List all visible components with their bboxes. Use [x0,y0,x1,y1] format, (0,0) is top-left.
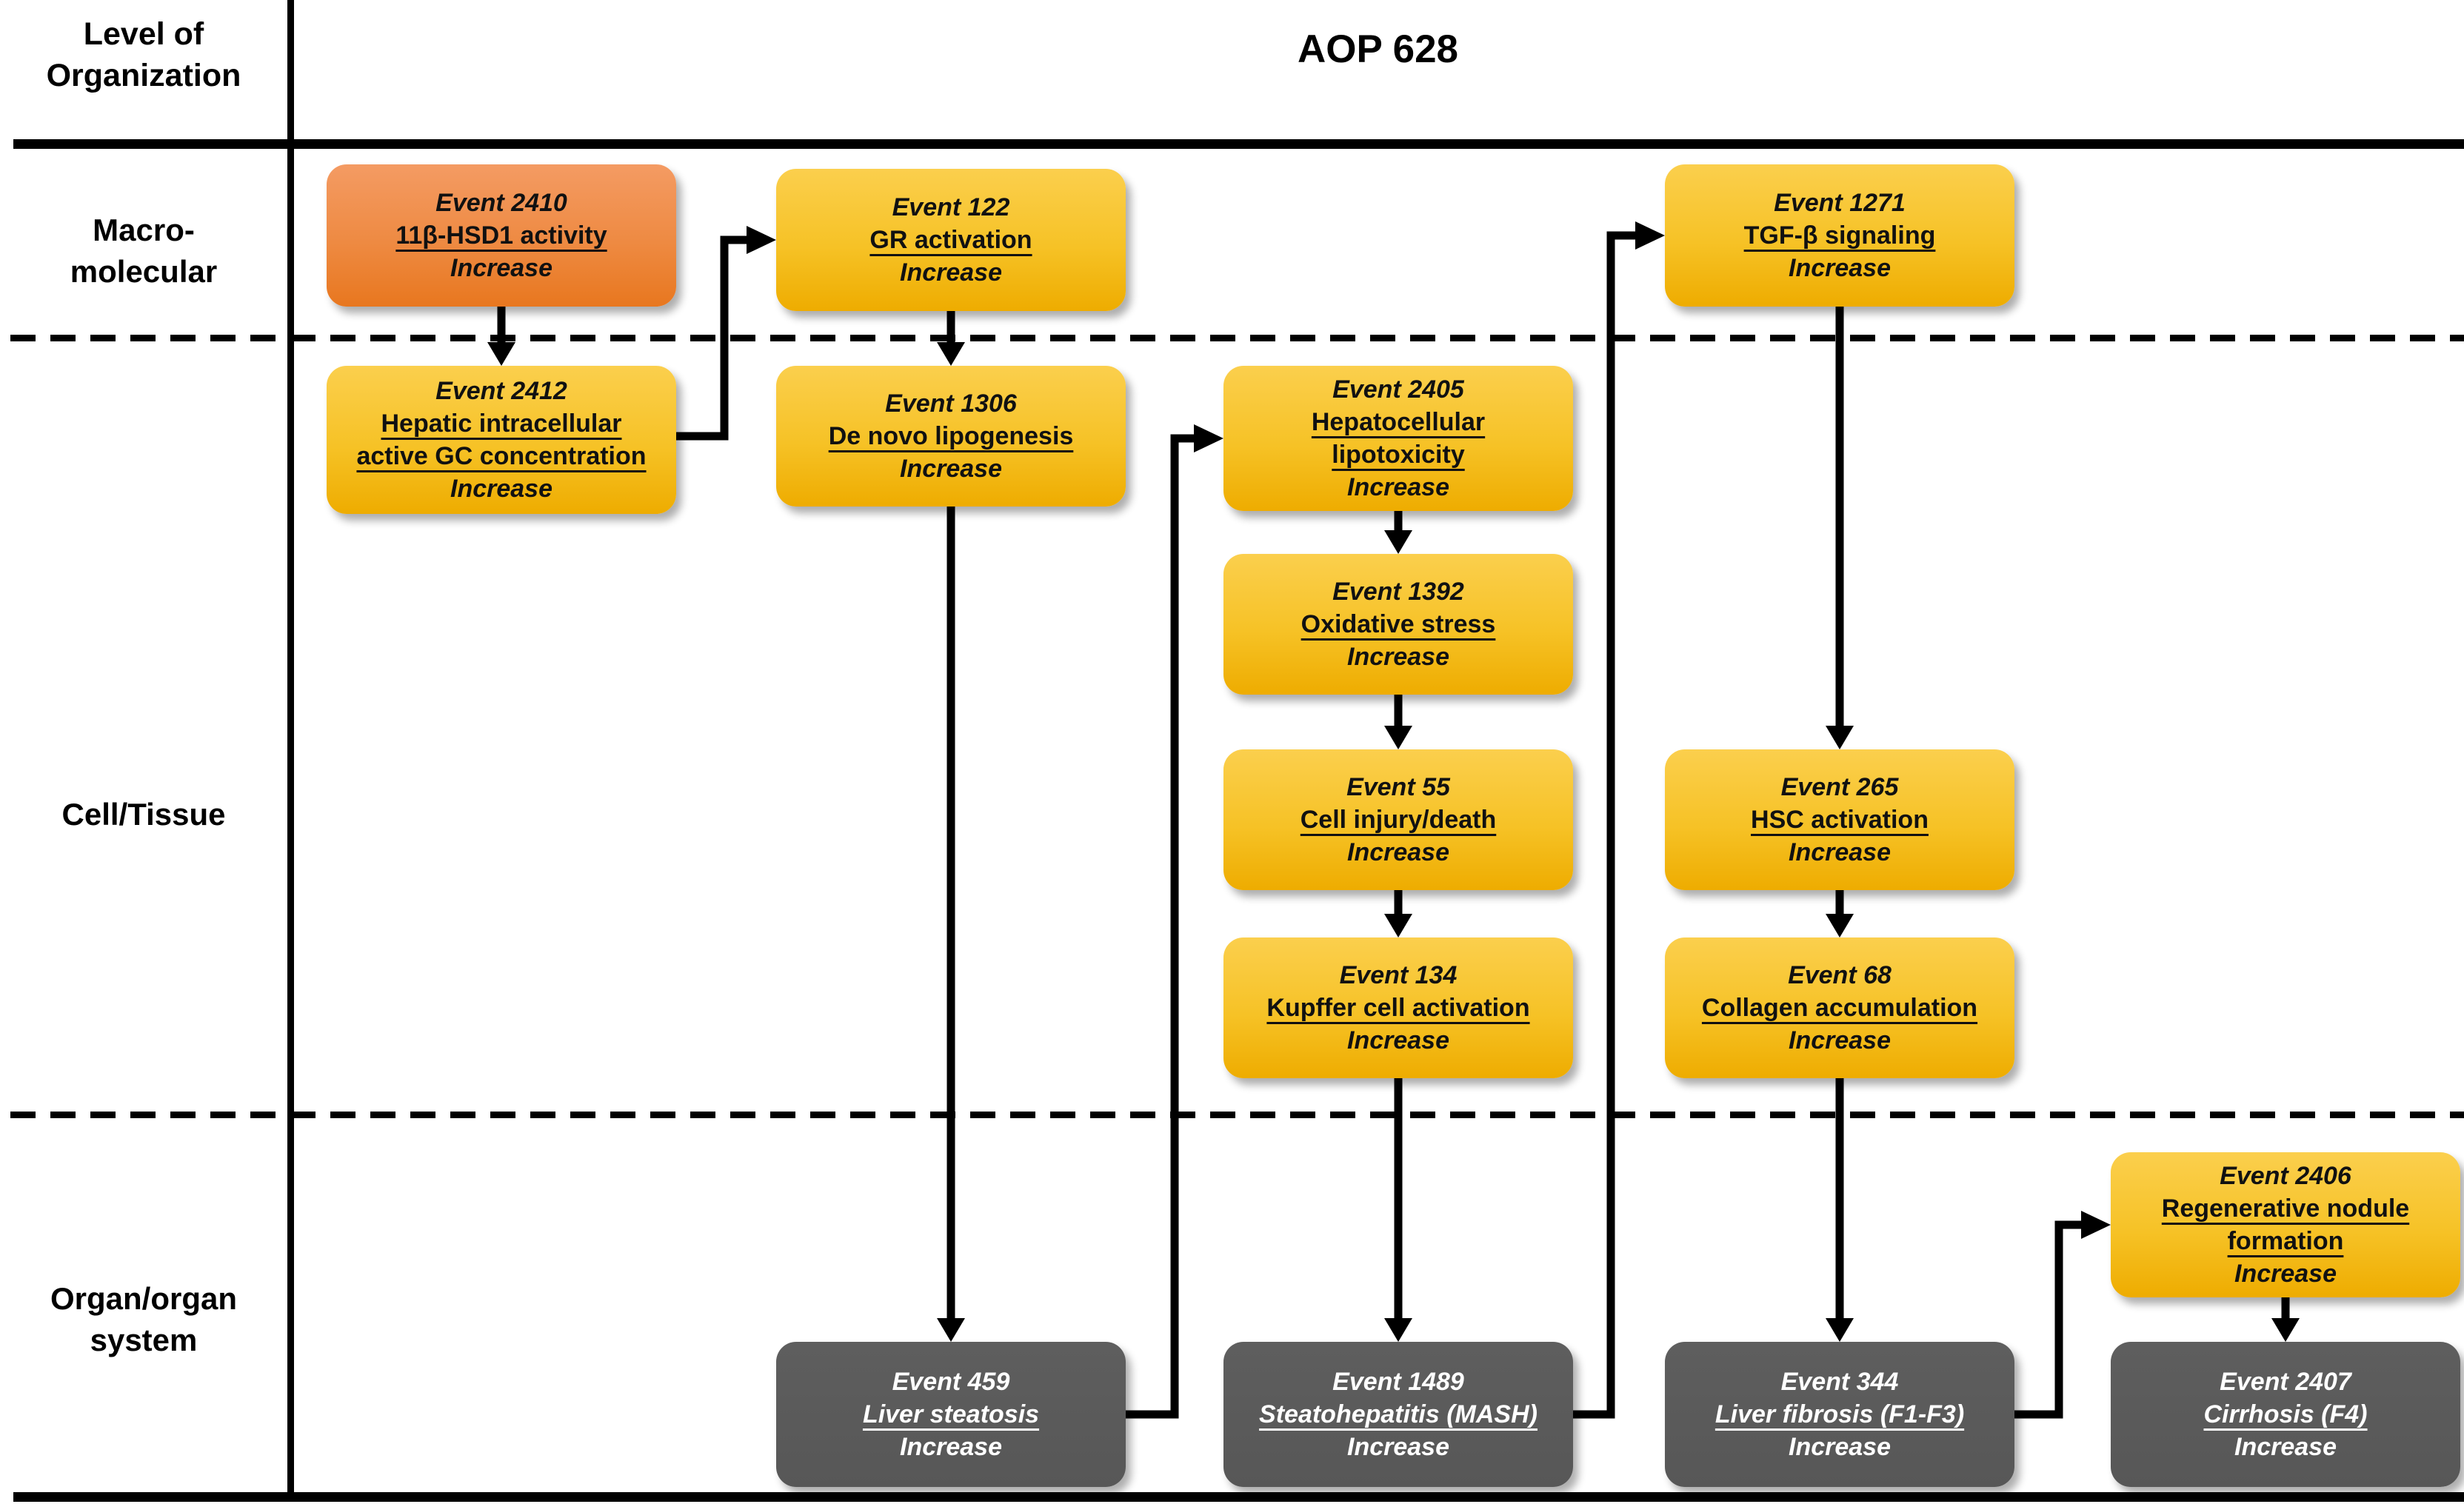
level-label-line: Cell/Tissue [61,797,226,832]
event-direction-label: Increase [1789,1026,1891,1055]
event-id-label: Event 68 [1788,961,1892,989]
level-divider-macromolecular-cell [10,335,2464,341]
arrow-ev265-ev68 [1826,890,1854,938]
arrow-ev459-ev2405 [1126,424,1223,1419]
arrow-ev2405-ev1392 [1384,511,1412,554]
arrow-ev1271-ev265 [1826,307,1854,749]
event-id-label: Event 459 [892,1368,1010,1396]
level-label-line: system [90,1323,198,1357]
event-id-label: Event 2410 [435,189,567,217]
arrow-ev2412-ev122 [676,226,776,441]
event-name-label: Oxidative stress [1301,610,1496,638]
event-id-label: Event 2406 [2220,1162,2351,1190]
level-label-line: molecular [70,254,218,289]
bottom-border-rule [13,1492,2464,1502]
event-id-label: Event 1489 [1332,1368,1464,1396]
event-name-label: Cell injury/death [1300,806,1497,834]
level-label-line: Organ/organ [50,1281,238,1316]
event-direction-label: Increase [450,475,552,503]
axis-vertical-rule [287,0,294,1502]
event-name-label: GR activation [869,226,1032,254]
event-name-label: Liver steatosis [862,1400,1040,1428]
level-label-macromolecular: Macro- molecular [0,210,287,293]
event-name-label: HSC activation [1751,806,1929,834]
event-id-label: Event 344 [1780,1368,1899,1396]
event-name-label: TGF-β signaling [1743,221,1936,250]
level-label-line: Macro- [93,213,195,247]
event-direction-label: Increase [900,455,1002,483]
event-direction-label: Increase [1789,254,1891,282]
event-direction-label: Increase [1347,643,1449,671]
level-label-organ-system: Organ/organ system [0,1278,287,1361]
arrow-ev1392-ev55 [1384,695,1412,749]
axis-title-line1: Level of [83,16,204,52]
event-name-label: Hepatocellular lipotoxicity [1311,408,1486,469]
diagram-title: AOP 628 [1297,27,1459,71]
event-id-label: Event 1392 [1332,578,1464,606]
arrow-ev1489-ev1271 [1573,221,1665,1419]
event-name-label: De novo lipogenesis [828,422,1074,450]
event-id-label: Event 122 [892,193,1010,221]
organization-axis-title: Level of Organization [0,13,287,96]
header-separator-rule [13,139,2464,149]
level-divider-cell-organ [10,1112,2464,1118]
event-name-label: Liver fibrosis (F1-F3) [1715,1400,1965,1428]
event-direction-label: Increase [1347,1433,1449,1461]
event-direction-label: Increase [900,258,1002,287]
arrow-ev2406-ev2407 [2271,1297,2300,1342]
event-id-label: Event 265 [1780,773,1899,801]
event-direction-label: Increase [1789,1433,1891,1461]
event-id-label: Event 2405 [1332,375,1464,404]
event-direction-label: Increase [1347,1026,1449,1055]
event-id-label: Event 2412 [435,377,567,405]
event-direction-label: Increase [450,254,552,282]
event-direction-label: Increase [2234,1433,2337,1461]
event-direction-label: Increase [900,1433,1002,1461]
event-name-label: Collagen accumulation [1701,994,1978,1022]
event-name-label: Cirrhosis (F4) [2203,1400,2368,1428]
event-direction-label: Increase [1789,838,1891,866]
event-id-label: Event 55 [1346,773,1450,801]
event-name-label: Regenerative nodule formation [2161,1194,2410,1255]
event-direction-label: Increase [2234,1260,2337,1288]
axis-title-line2: Organization [46,58,241,93]
event-id-label: Event 1306 [885,390,1017,418]
event-id-label: Event 2407 [2220,1368,2351,1396]
event-name-label: Kupffer cell activation [1266,994,1530,1022]
arrow-ev55-ev134 [1384,890,1412,938]
arrow-ev344-ev2406 [2014,1211,2111,1419]
level-label-cell-tissue: Cell/Tissue [0,794,287,835]
event-id-label: Event 1271 [1774,189,1906,217]
arrow-ev1306-ev459 [937,507,965,1342]
event-name-label: Steatohepatitis (MASH) [1259,1400,1538,1428]
event-direction-label: Increase [1347,838,1449,866]
event-name-label: Hepatic intracellular active GC concentr… [356,410,647,470]
event-direction-label: Increase [1347,473,1449,501]
event-id-label: Event 134 [1339,961,1458,989]
event-name-label: 11β-HSD1 activity [395,221,607,250]
